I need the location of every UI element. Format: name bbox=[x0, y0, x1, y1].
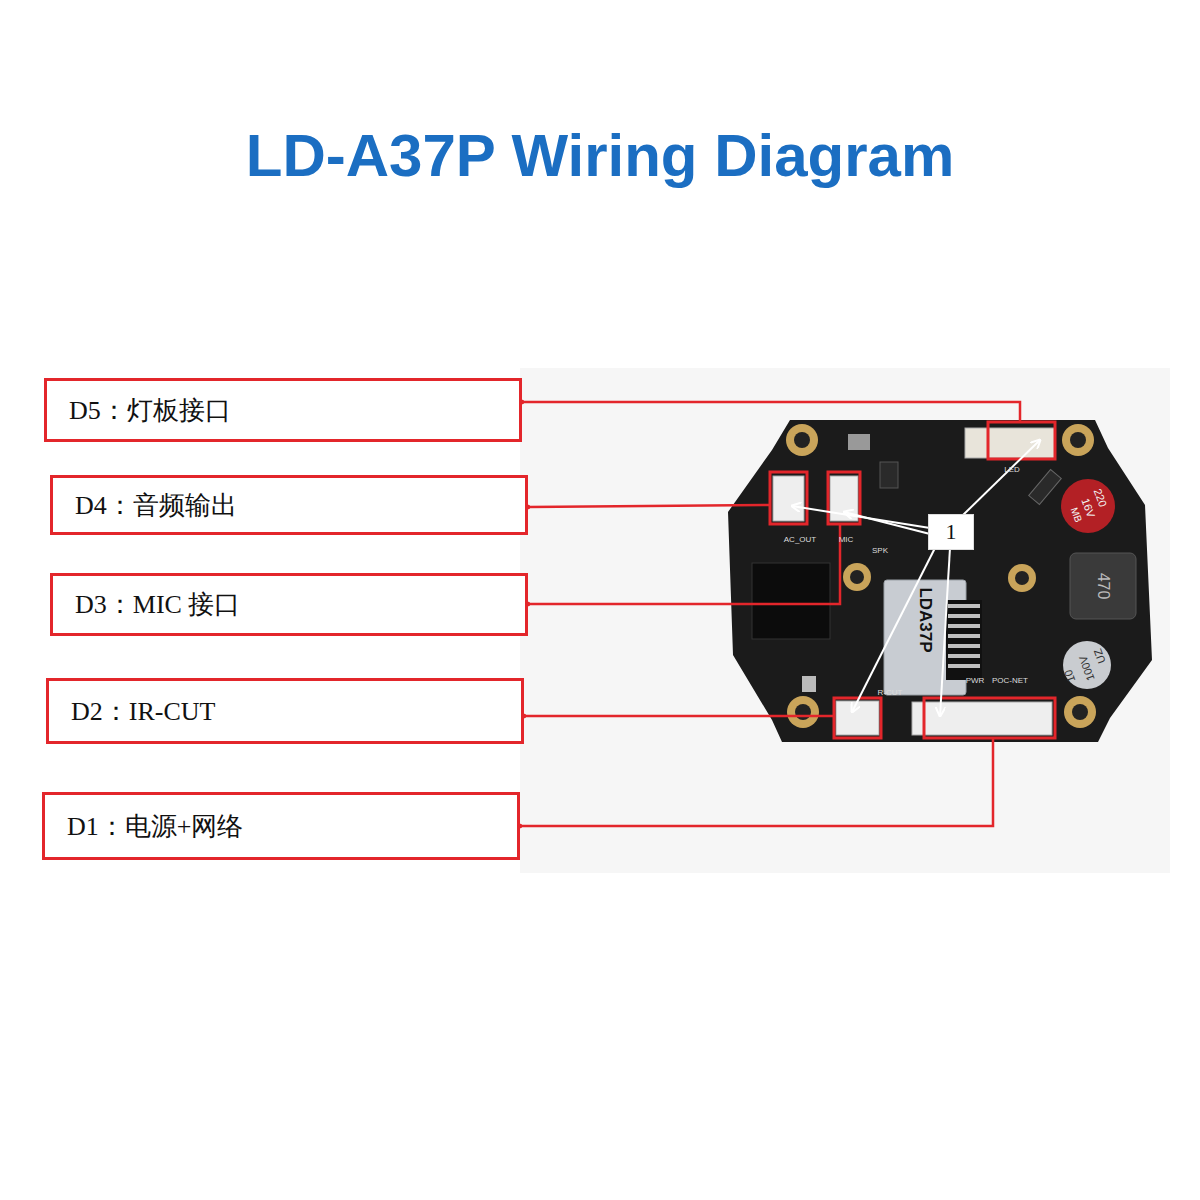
interface-box: D3：MIC 接口 bbox=[50, 573, 528, 636]
module-label: LDA37P bbox=[917, 587, 934, 652]
box-text: D3：MIC 接口 bbox=[75, 587, 240, 622]
diagram-title: LD-A37P Wiring Diagram bbox=[0, 118, 1200, 194]
leader-lines bbox=[521, 402, 1020, 826]
box-text: D1：电源+网络 bbox=[67, 809, 243, 844]
interface-box: D5：灯板接口 bbox=[44, 378, 522, 442]
silkscreen-label: R-CUT bbox=[878, 689, 903, 697]
silkscreen-label: SPK bbox=[872, 547, 888, 555]
callout-box: 1 bbox=[928, 514, 974, 550]
component-marking: 470 bbox=[1095, 573, 1111, 600]
silkscreen-label: LED bbox=[1004, 466, 1020, 474]
silkscreen-label: AC_OUT bbox=[784, 536, 816, 544]
silkscreen-label: PWR bbox=[966, 677, 985, 685]
box-text: D5：灯板接口 bbox=[69, 393, 231, 428]
interface-box: D4：音频输出 bbox=[50, 475, 528, 535]
connector-highlights bbox=[770, 422, 1055, 738]
photo-background bbox=[520, 368, 1170, 873]
silkscreen-label: MIC bbox=[839, 536, 854, 544]
box-text: D4：音频输出 bbox=[75, 488, 237, 523]
interface-box: D1：电源+网络 bbox=[42, 792, 520, 860]
mounting-holes bbox=[786, 424, 1096, 728]
pcb-board bbox=[728, 420, 1152, 742]
box-text: 1 bbox=[946, 519, 957, 545]
interface-box: D2：IR-CUT bbox=[46, 678, 524, 744]
connectors bbox=[773, 428, 1055, 735]
callout-pointers bbox=[792, 440, 1040, 716]
box-text: D2：IR-CUT bbox=[71, 694, 215, 729]
silkscreen-label: POC-NET bbox=[992, 677, 1028, 685]
